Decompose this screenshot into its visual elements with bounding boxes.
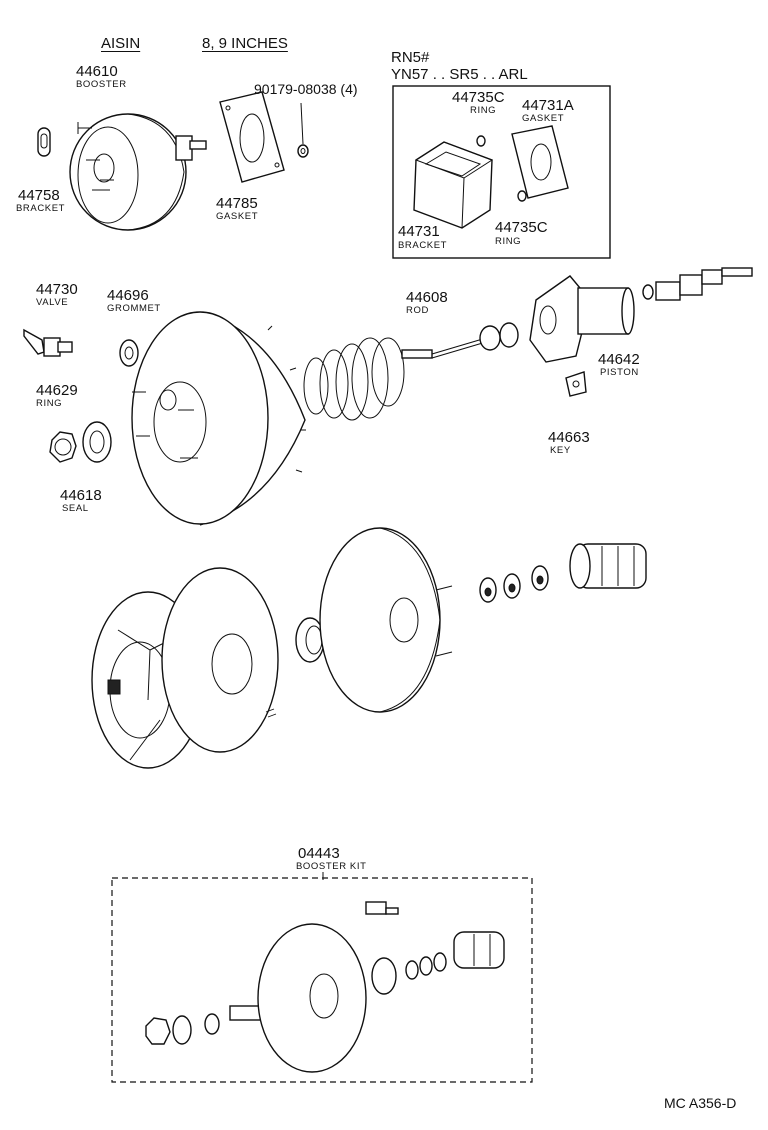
- ring-mid-part-name: RING: [36, 398, 63, 409]
- bracket-box-part-name: BRACKET: [398, 240, 448, 251]
- piston-44642-shape: [529, 275, 635, 363]
- kit-part-number: 04443: [298, 845, 340, 862]
- gasket-44731a-shape: [511, 125, 569, 199]
- gasket-right-part-number: 44731A: [522, 97, 574, 114]
- rod-part-number: 44608: [406, 289, 448, 306]
- booster-part-number: 44610: [76, 63, 118, 80]
- bracket-left-part-name: BRACKET: [16, 203, 66, 214]
- gasket-left-part-name: GASKET: [216, 211, 259, 222]
- bellows-shape: [569, 543, 647, 589]
- size-label: 8, 9 INCHES: [202, 35, 288, 52]
- rod-part-name: ROD: [406, 305, 429, 316]
- diagram-code: MC A356-D: [664, 1095, 737, 1111]
- model-line-2: YN57 . . SR5 . . ARL: [391, 66, 528, 83]
- booster-kit-box: [111, 877, 533, 1083]
- rod-44608-shape: [401, 322, 519, 359]
- ring-44735c-top-shape: [476, 135, 486, 147]
- kit-part-name: BOOSTER KIT: [296, 861, 367, 872]
- diaphragm-shape: [161, 567, 279, 753]
- key-part-number: 44663: [548, 429, 590, 446]
- bracket-44758-shape: [37, 127, 51, 157]
- valve-part-number: 44730: [36, 281, 78, 298]
- ring-44629-shape: [49, 431, 77, 463]
- brand-label: AISIN: [101, 35, 141, 52]
- grommet-part-name: GROMMET: [107, 303, 161, 314]
- ring-bottom-part-number: 44735C: [495, 219, 548, 236]
- seal-44618-shape: [82, 421, 112, 463]
- valve-44730-shape: [23, 328, 73, 357]
- nut-90179-shape: [297, 144, 309, 158]
- ring-top-part-number: 44735C: [452, 89, 505, 106]
- valve-part-name: VALVE: [36, 297, 69, 308]
- front-shell-shape: [319, 527, 453, 713]
- seal-part-name: SEAL: [62, 503, 89, 514]
- grommet-44696-shape: [119, 339, 139, 367]
- piston-part-name: PISTON: [600, 367, 639, 378]
- booster-body-shape: [131, 311, 306, 526]
- booster-part-name: BOOSTER: [76, 79, 127, 90]
- washers-shape: [479, 565, 549, 603]
- grommet-part-number: 44696: [107, 287, 149, 304]
- bracket-44731-shape: [413, 141, 494, 229]
- piston-part-number: 44642: [598, 351, 640, 368]
- model-variant-box: [392, 85, 611, 259]
- ring-top-part-name: RING: [470, 105, 497, 116]
- spring-shape: [303, 337, 405, 421]
- model-line-1: RN5#: [391, 49, 430, 66]
- bracket-box-part-number: 44731: [398, 223, 440, 240]
- valve-stem-shape: [642, 267, 753, 301]
- ring-mid-part-number: 44629: [36, 382, 78, 399]
- ring-bottom-part-name: RING: [495, 236, 522, 247]
- seal-part-number: 44618: [60, 487, 102, 504]
- key-part-name: KEY: [550, 445, 571, 456]
- gasket-left-part-number: 44785: [216, 195, 258, 212]
- gasket-44785-shape: [219, 91, 285, 183]
- bracket-left-part-number: 44758: [18, 187, 60, 204]
- kit-contents-shape: [145, 901, 505, 1073]
- ring-44735c-bottom-shape: [517, 190, 527, 202]
- key-44663-shape: [565, 371, 587, 397]
- nut-part-number: 90179-08038 (4): [254, 81, 358, 97]
- booster-44610-shape: [69, 113, 207, 231]
- gasket-right-part-name: GASKET: [522, 113, 565, 124]
